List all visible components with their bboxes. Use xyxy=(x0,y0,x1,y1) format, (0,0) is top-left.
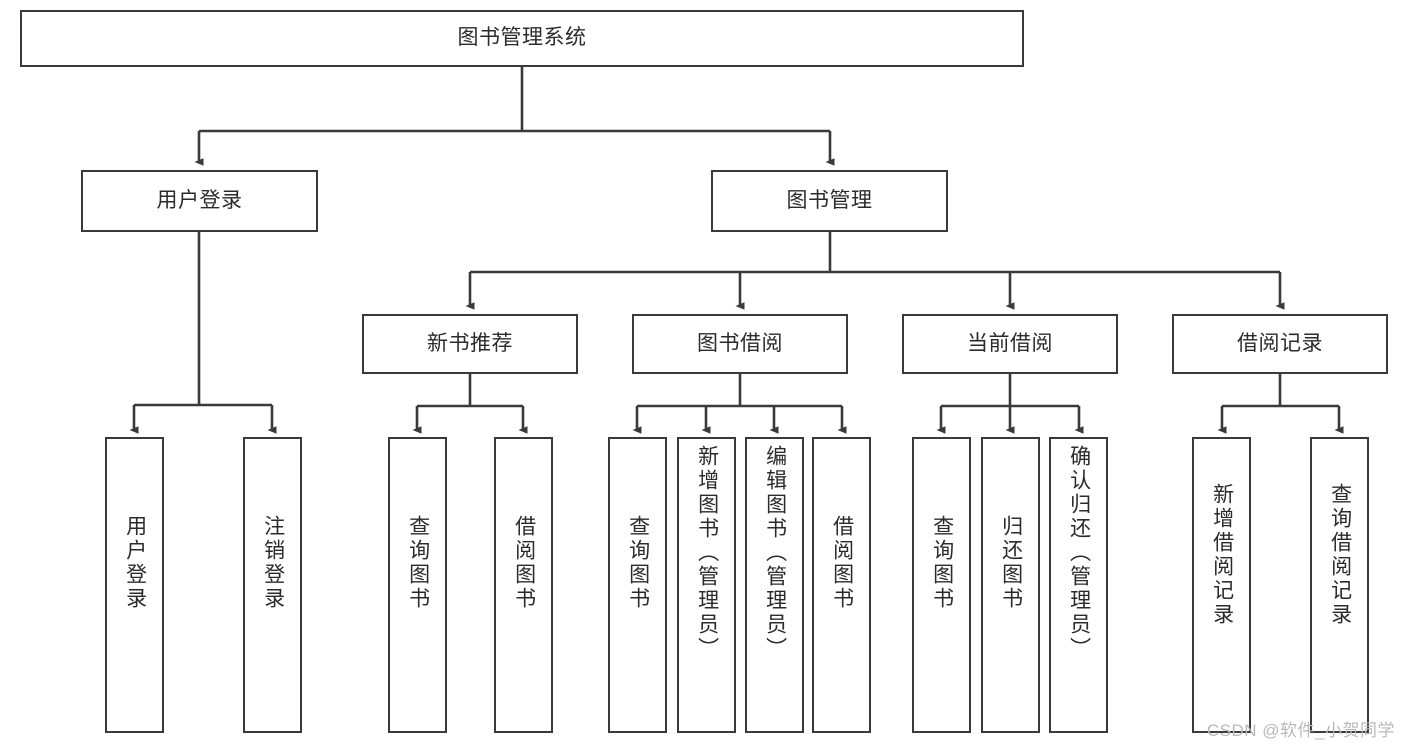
node-leaf-edit-book-admin[interactable]: 编辑图书（管理员） xyxy=(745,437,804,733)
node-leaf-borrow-book-recommend[interactable]: 借阅图书 xyxy=(494,437,553,733)
node-borrow-record[interactable]: 借阅记录 xyxy=(1172,314,1388,374)
node-leaf-add-book-admin[interactable]: 新增图书（管理员） xyxy=(677,437,736,733)
node-label: 用户登录 xyxy=(156,188,243,212)
node-leaf-query-book-current[interactable]: 查询图书 xyxy=(912,437,971,733)
node-label: 查询图书 xyxy=(626,515,650,611)
node-leaf-query-book-recommend[interactable]: 查询图书 xyxy=(388,437,447,733)
node-label: 借阅图书 xyxy=(830,515,854,611)
node-label: 新增借阅记录 xyxy=(1210,483,1234,627)
node-book-management[interactable]: 图书管理 xyxy=(711,170,948,232)
node-current-borrow[interactable]: 当前借阅 xyxy=(902,314,1118,374)
node-label: 图书借阅 xyxy=(697,331,783,355)
node-label: 当前借阅 xyxy=(967,331,1053,355)
node-label: 新书推荐 xyxy=(427,331,513,355)
node-root-system[interactable]: 图书管理系统 xyxy=(20,10,1024,67)
node-leaf-logout[interactable]: 注销登录 xyxy=(243,437,302,733)
node-label: 借阅记录 xyxy=(1237,331,1323,355)
node-leaf-user-login[interactable]: 用户登录 xyxy=(105,437,164,733)
node-label: 图书管理 xyxy=(786,188,873,212)
node-book-borrow[interactable]: 图书借阅 xyxy=(632,314,848,374)
node-label: 查询图书 xyxy=(930,515,954,611)
node-new-book-recommend[interactable]: 新书推荐 xyxy=(362,314,578,374)
node-label: 编辑图书（管理员） xyxy=(763,445,787,661)
node-label: 查询图书 xyxy=(406,515,430,611)
node-label: 借阅图书 xyxy=(512,515,536,611)
node-label: 查询借阅记录 xyxy=(1328,483,1352,627)
node-leaf-confirm-return-admin[interactable]: 确认归还（管理员） xyxy=(1049,437,1108,733)
node-label: 确认归还（管理员） xyxy=(1067,445,1091,661)
node-label: 新增图书（管理员） xyxy=(695,445,719,661)
node-label: 用户登录 xyxy=(123,515,147,611)
node-leaf-query-book-borrow[interactable]: 查询图书 xyxy=(608,437,667,733)
node-leaf-borrow-book[interactable]: 借阅图书 xyxy=(812,437,871,733)
csdn-watermark: CSDN @软件_小贺同学 xyxy=(1206,721,1395,740)
node-leaf-add-borrow-record[interactable]: 新增借阅记录 xyxy=(1192,437,1251,733)
node-leaf-return-book[interactable]: 归还图书 xyxy=(981,437,1040,733)
node-leaf-query-borrow-record[interactable]: 查询借阅记录 xyxy=(1310,437,1369,733)
node-user-login[interactable]: 用户登录 xyxy=(81,170,318,232)
node-label: 注销登录 xyxy=(261,515,285,611)
node-label: 图书管理系统 xyxy=(457,26,587,50)
node-label: 归还图书 xyxy=(999,515,1023,611)
